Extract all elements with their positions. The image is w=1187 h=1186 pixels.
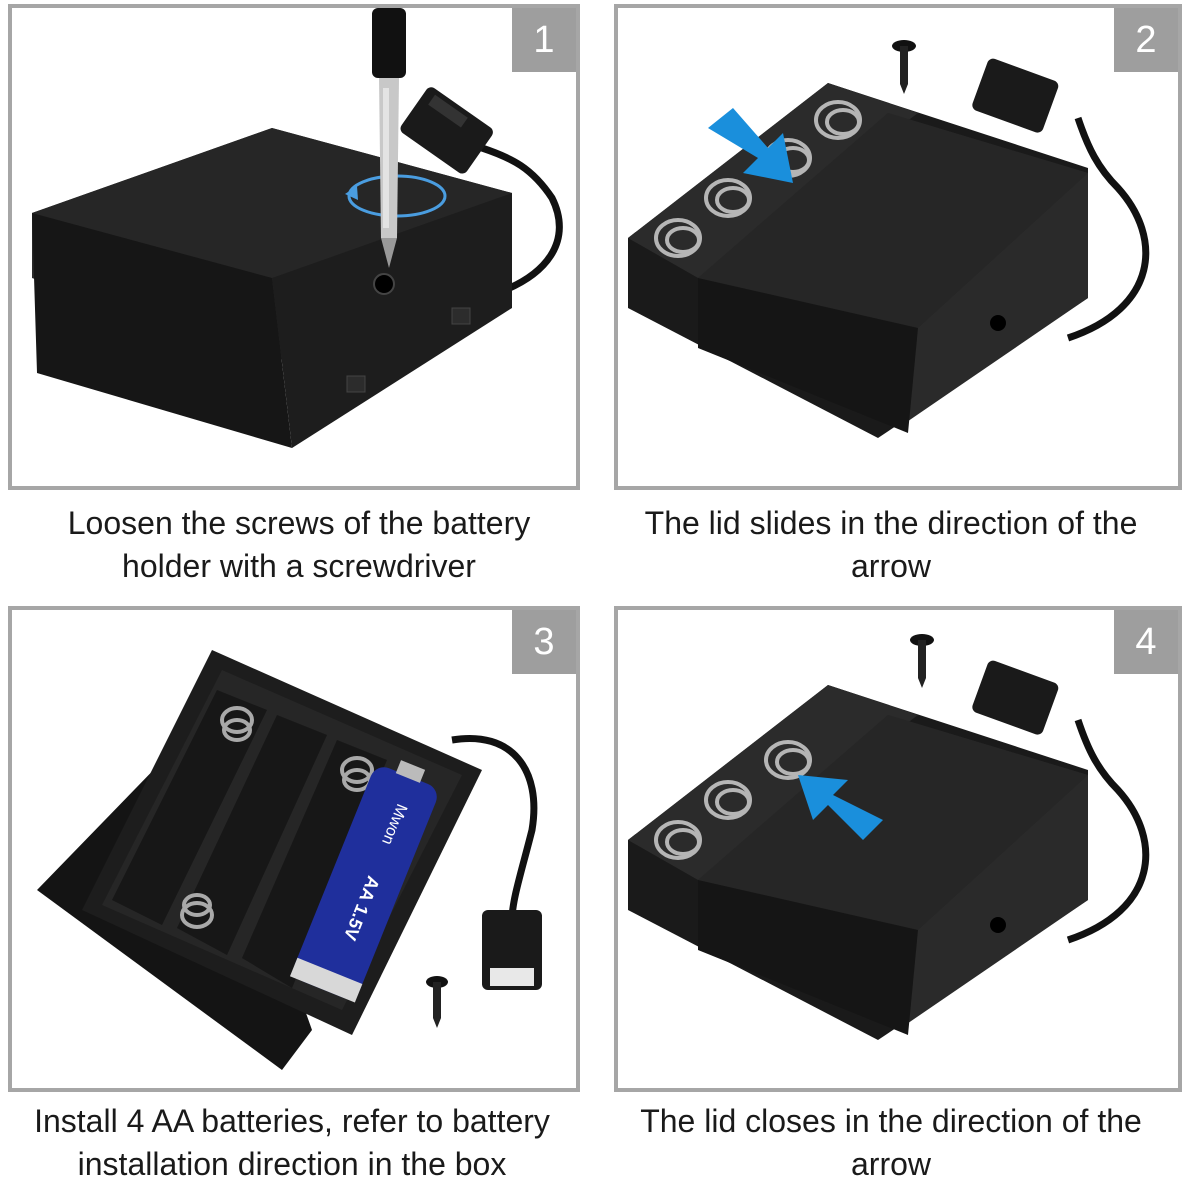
step-number-badge: 1 <box>512 8 576 72</box>
arrow-icon <box>708 108 793 183</box>
step-4-panel: 4 <box>614 606 1182 1092</box>
step-number-badge: 4 <box>1114 610 1178 674</box>
step-1-caption: Loosen the screws of the battery holder … <box>8 502 590 588</box>
screw-icon <box>910 634 934 688</box>
screw-icon <box>426 976 448 1028</box>
step-1-caption-line-1: Loosen the screws of the battery <box>67 505 531 541</box>
battery-box-closed-illustration <box>32 8 563 448</box>
step-4-caption-line-1: The lid closes in the direction of the <box>640 1103 1142 1139</box>
step-4-caption-line-2: arrow <box>850 1146 931 1182</box>
step-2-caption: The lid slides in the direction of the a… <box>600 502 1182 588</box>
step-3-caption-line-2: installation direction in the box <box>77 1146 507 1182</box>
step-2-caption-line-1: The lid slides in the direction of the <box>644 505 1138 541</box>
step-4-caption: The lid closes in the direction of the a… <box>600 1100 1182 1186</box>
step-3-panel: Mwon AA 1.5V 3 <box>8 606 580 1092</box>
battery-box-lid-sliding-illustration <box>628 40 1150 438</box>
step-2-caption-line-2: arrow <box>850 548 931 584</box>
battery-box-open-illustration: Mwon AA 1.5V <box>37 650 542 1070</box>
step-2-panel: 2 <box>614 4 1182 490</box>
step-number-badge: 2 <box>1114 8 1178 72</box>
step-3-caption: Install 4 AA batteries, refer to battery… <box>0 1100 584 1186</box>
battery-box-lid-closing-illustration <box>628 634 1150 1040</box>
screw-icon <box>892 40 916 94</box>
step-1-caption-line-2: holder with a screwdriver <box>122 548 476 584</box>
arrow-icon <box>798 775 883 840</box>
step-number-badge: 3 <box>512 610 576 674</box>
step-1-panel: 1 <box>8 4 580 490</box>
step-3-caption-line-1: Install 4 AA batteries, refer to battery <box>34 1103 550 1139</box>
